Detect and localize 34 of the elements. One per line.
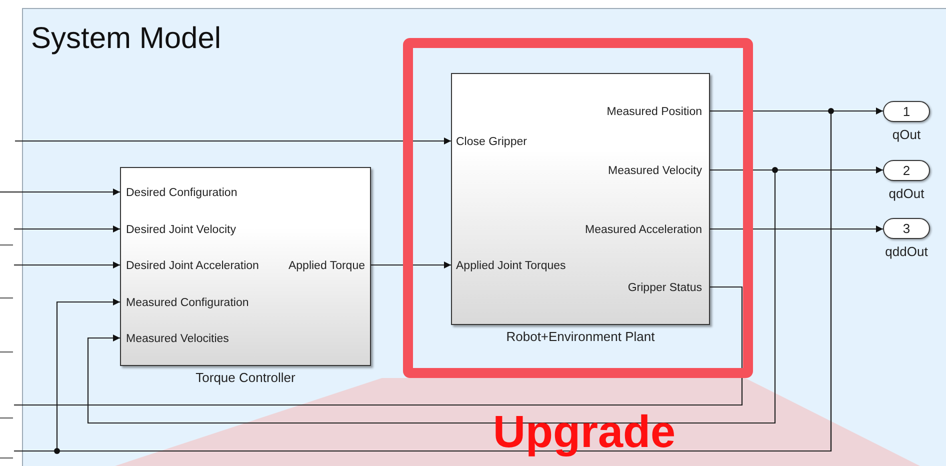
signal-arrow <box>14 262 120 268</box>
block-label: Robot+Environment Plant <box>505 330 656 344</box>
signal-arrow <box>14 226 120 232</box>
port-label: Applied Joint Torques <box>456 259 566 273</box>
port-label: Close Gripper <box>456 135 527 149</box>
port-label: Measured Velocity <box>608 164 702 178</box>
signal-arrow <box>371 262 451 268</box>
port-label: Measured Configuration <box>126 296 249 310</box>
port-label: Desired Joint Acceleration <box>126 259 259 273</box>
highlight-frame <box>403 38 753 378</box>
block-label: qOut <box>891 128 922 142</box>
port-label: Measured Velocities <box>126 332 229 346</box>
subsystem-block <box>120 167 371 366</box>
port-number: 3 <box>902 222 912 236</box>
block-label: Torque Controller <box>194 371 296 385</box>
port-label: Gripper Status <box>628 281 702 295</box>
port-label: Desired Joint Velocity <box>126 223 236 237</box>
port-number: 1 <box>902 105 912 119</box>
outport-block <box>883 218 930 239</box>
port-label: Applied Torque <box>288 259 365 273</box>
port-label: Measured Position <box>606 105 702 119</box>
signal-arrow <box>0 188 120 196</box>
port-number: 2 <box>902 164 912 178</box>
signal-arrow <box>15 138 451 144</box>
subsystem-block <box>451 73 710 325</box>
block-label: qdOut <box>888 187 926 201</box>
block-label: qddOut <box>884 245 929 259</box>
port-label: Desired Configuration <box>126 186 238 200</box>
outport-block <box>883 160 930 181</box>
panel-title: System Model <box>31 22 222 56</box>
signal-arrow <box>710 226 883 232</box>
outport-block <box>883 101 930 122</box>
signal-line <box>14 286 743 406</box>
port-label: Measured Acceleration <box>585 223 702 237</box>
